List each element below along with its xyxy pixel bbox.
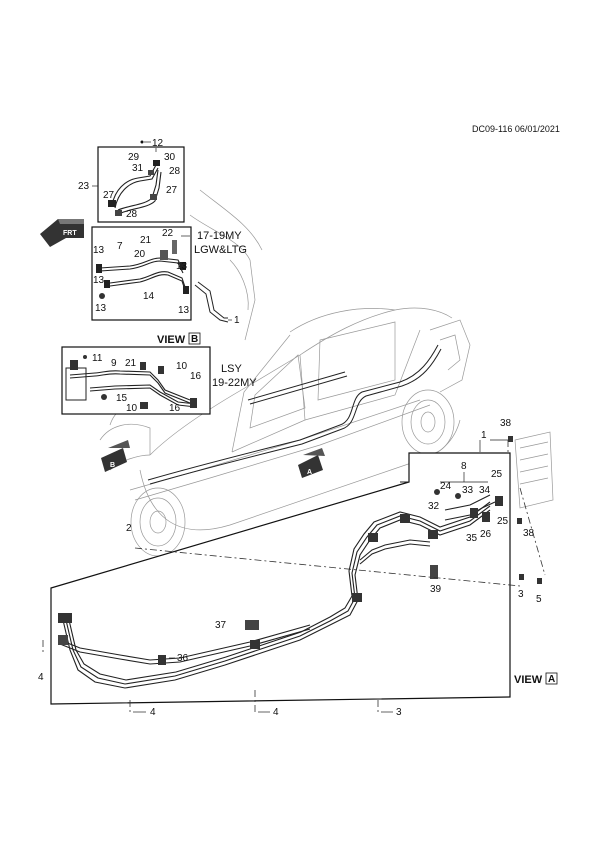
callout-38-top: 38: [500, 418, 512, 429]
view-b-pointer-letter: B: [110, 462, 115, 469]
callout-13-c: 13: [93, 275, 105, 286]
callout-25-bottom: 25: [497, 516, 509, 527]
callout-24: 24: [440, 481, 452, 492]
callout-39: 39: [430, 584, 442, 595]
callout-11: 11: [92, 353, 103, 364]
floor-pipe-run: [147, 344, 442, 485]
callout-13-e: 13: [178, 305, 190, 316]
callout-28-bottom: 28: [126, 209, 138, 220]
callout-4-bottom-a: 4: [150, 707, 156, 718]
main-pipe-assembly: [58, 489, 503, 689]
callout-13-b: 13: [176, 261, 188, 272]
callout-32: 32: [428, 501, 440, 512]
callout-13-d: 13: [95, 303, 107, 314]
callout-4-bottom-b: 4: [273, 707, 279, 718]
callout-1-main: 1: [481, 430, 487, 441]
callout-22: 22: [162, 228, 174, 239]
callout-4-left: 4: [38, 672, 44, 683]
callout-29: 29: [128, 152, 140, 163]
callout-20: 20: [134, 249, 146, 260]
detail-box-lgw-ltg: [91, 226, 192, 321]
view-a-title: VIEW A: [514, 672, 558, 686]
view-b-text: VIEW: [157, 334, 186, 346]
callout-12: 12: [152, 138, 164, 149]
callout-33: 33: [462, 485, 474, 496]
callout-2: 2: [126, 523, 132, 534]
view-b-title: VIEW B: [157, 332, 201, 346]
reference-lines: [42, 440, 546, 712]
variant-mid-line2: 19-22MY: [212, 377, 257, 389]
view-a-letter: A: [548, 674, 555, 685]
variant-top-line1: 17-19MY: [197, 230, 242, 242]
callout-3-bottom: 3: [396, 707, 402, 718]
callout-1-top: 1: [234, 315, 240, 326]
connector-pipe-to-body: [194, 281, 232, 323]
callout-35: 35: [466, 533, 478, 544]
callout-8: 8: [461, 461, 467, 472]
callout-3-right: 3: [518, 589, 524, 600]
callout-16-bottom: 16: [169, 403, 181, 414]
vehicle-outline: [99, 189, 554, 557]
diagram-reference: DC09-116 06/01/2021: [472, 124, 560, 134]
view-b-pointer: B: [101, 440, 130, 472]
detail-box-evap-lines: [92, 140, 185, 223]
front-label: FRT: [63, 230, 77, 237]
callout-5: 5: [536, 594, 542, 605]
view-a-text: VIEW: [514, 674, 543, 686]
callout-26: 26: [480, 529, 492, 540]
callout-21-top: 21: [140, 235, 152, 246]
view-b-letter: B: [191, 334, 198, 345]
view-a-pointer: A: [298, 448, 325, 478]
callout-16-top: 16: [190, 371, 202, 382]
callout-7: 7: [117, 241, 123, 252]
callout-28-top: 28: [169, 166, 181, 177]
callout-23: 23: [78, 181, 90, 192]
view-a-box: [50, 452, 511, 705]
callout-14: 14: [143, 291, 155, 302]
callout-30: 30: [164, 152, 176, 163]
callout-27-left: 27: [103, 190, 115, 201]
callout-10-bottom: 10: [126, 403, 138, 414]
callout-34: 34: [479, 485, 491, 496]
callout-13-a: 13: [93, 245, 105, 256]
callout-10-top: 10: [176, 361, 188, 372]
callout-9: 9: [111, 358, 117, 369]
callout-21-mid: 21: [125, 358, 137, 369]
callout-37: 37: [215, 620, 227, 631]
callout-38-bottom: 38: [523, 528, 535, 539]
callout-36: 36: [177, 653, 189, 664]
variant-top-line2: LGW&LTG: [194, 244, 247, 256]
callout-27-right: 27: [166, 185, 178, 196]
variant-mid-line1: LSY: [221, 363, 242, 375]
callout-15: 15: [116, 393, 128, 404]
front-direction-icon: FRT: [40, 219, 84, 247]
view-a-pointer-letter: A: [307, 469, 312, 476]
detail-box-lsy: [61, 346, 211, 415]
callout-25-top: 25: [491, 469, 503, 480]
callout-31: 31: [132, 163, 144, 174]
